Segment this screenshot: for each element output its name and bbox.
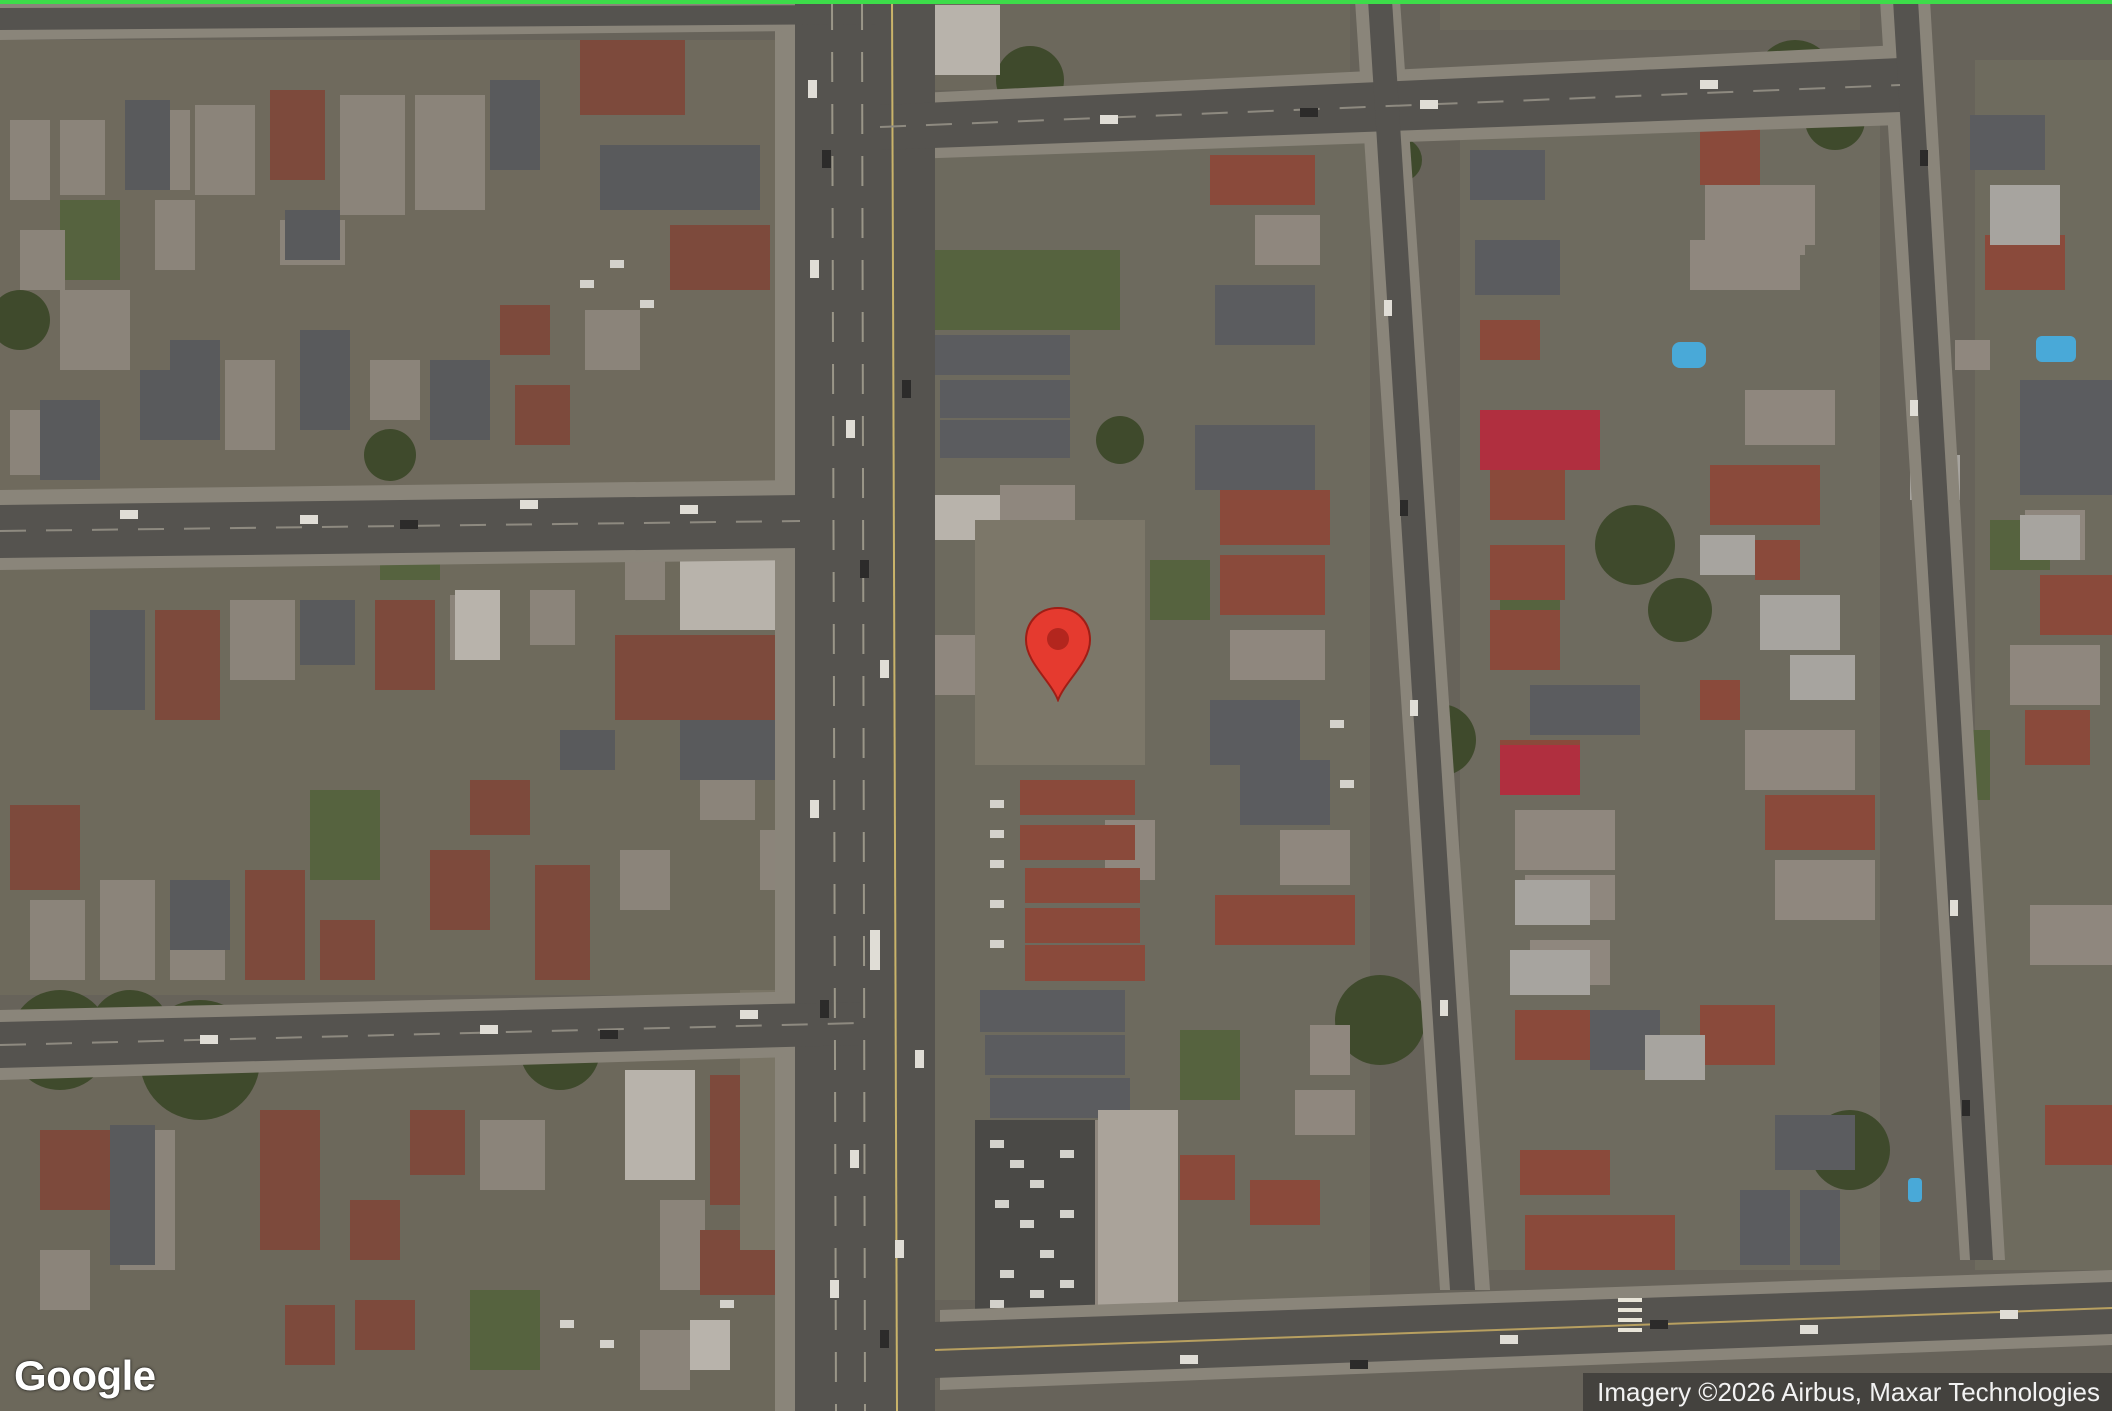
map-pin-icon[interactable]: [1022, 606, 1094, 702]
dark-cars: [400, 108, 1970, 1369]
commercial-lots: [740, 520, 1178, 1320]
top-accent-strip: [0, 0, 2112, 4]
parked-cars: [560, 260, 1354, 1348]
rooftops: [10, 5, 1090, 1390]
google-logo: Google: [14, 1352, 156, 1399]
imagery-attribution[interactable]: Imagery ©2026 Airbus, Maxar Technologies: [1583, 1373, 2112, 1411]
road-cars: [120, 80, 2018, 1364]
